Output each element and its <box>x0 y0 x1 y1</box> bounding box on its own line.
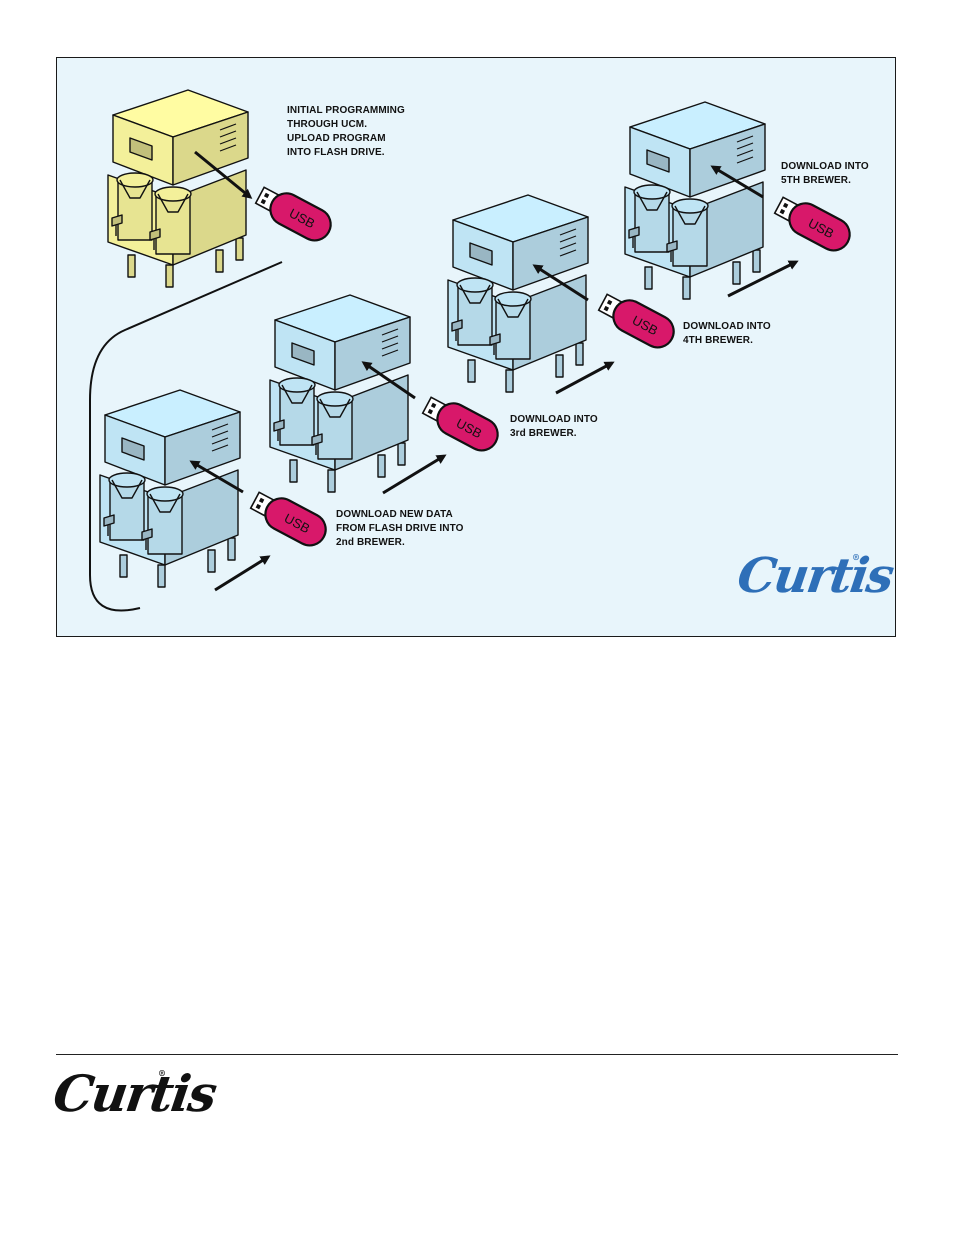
caption-line: DOWNLOAD NEW DATA <box>336 508 463 522</box>
logo-wordmark: Curtis <box>50 1064 219 1123</box>
caption-line: DOWNLOAD INTO <box>683 320 771 334</box>
registered-mark: ® <box>158 1068 166 1078</box>
caption-fourth-brewer: DOWNLOAD INTO 4TH BREWER. <box>683 320 771 348</box>
footer-divider <box>56 1054 898 1055</box>
brewer-2-icon <box>270 295 410 492</box>
caption-line: 2nd BREWER. <box>336 536 463 550</box>
arrow-stage-1-to-2 <box>215 557 268 590</box>
arrow-stage-3-to-4 <box>556 363 612 393</box>
caption-initial-programming: INITIAL PROGRAMMING THROUGH UCM. UPLOAD … <box>287 104 405 160</box>
caption-line: INITIAL PROGRAMMING <box>287 104 405 118</box>
brewer-initial-icon <box>108 90 248 287</box>
caption-line: DOWNLOAD INTO <box>781 160 869 174</box>
caption-third-brewer: DOWNLOAD INTO 3rd BREWER. <box>510 413 598 441</box>
caption-line: UPLOAD PROGRAM <box>287 132 405 146</box>
brewer-1b-icon <box>100 390 240 587</box>
registered-mark: ® <box>852 552 860 562</box>
usb-drive-initial: USB <box>252 181 336 246</box>
caption-line: DOWNLOAD INTO <box>510 413 598 427</box>
usb-drive-second: USB <box>247 486 331 551</box>
usb-drive-third: USB <box>419 391 503 456</box>
caption-second-brewer: DOWNLOAD NEW DATA FROM FLASH DRIVE INTO … <box>336 508 463 550</box>
arrow-stage-2-to-3 <box>383 456 444 493</box>
usb-drive-fifth: USB <box>771 191 855 256</box>
caption-line: 3rd BREWER. <box>510 427 598 441</box>
caption-line: FROM FLASH DRIVE INTO <box>336 522 463 536</box>
usb-drive-fourth: USB <box>595 288 679 353</box>
brewer-4-icon <box>625 102 765 299</box>
caption-line: INTO FLASH DRIVE. <box>287 146 405 160</box>
caption-line: 5TH BREWER. <box>781 174 869 188</box>
caption-line: THROUGH UCM. <box>287 118 405 132</box>
caption-fifth-brewer: DOWNLOAD INTO 5TH BREWER. <box>781 160 869 188</box>
caption-line: 4TH BREWER. <box>683 334 771 348</box>
logo-wordmark: Curtis <box>734 548 896 604</box>
brewer-3-icon <box>448 195 588 392</box>
